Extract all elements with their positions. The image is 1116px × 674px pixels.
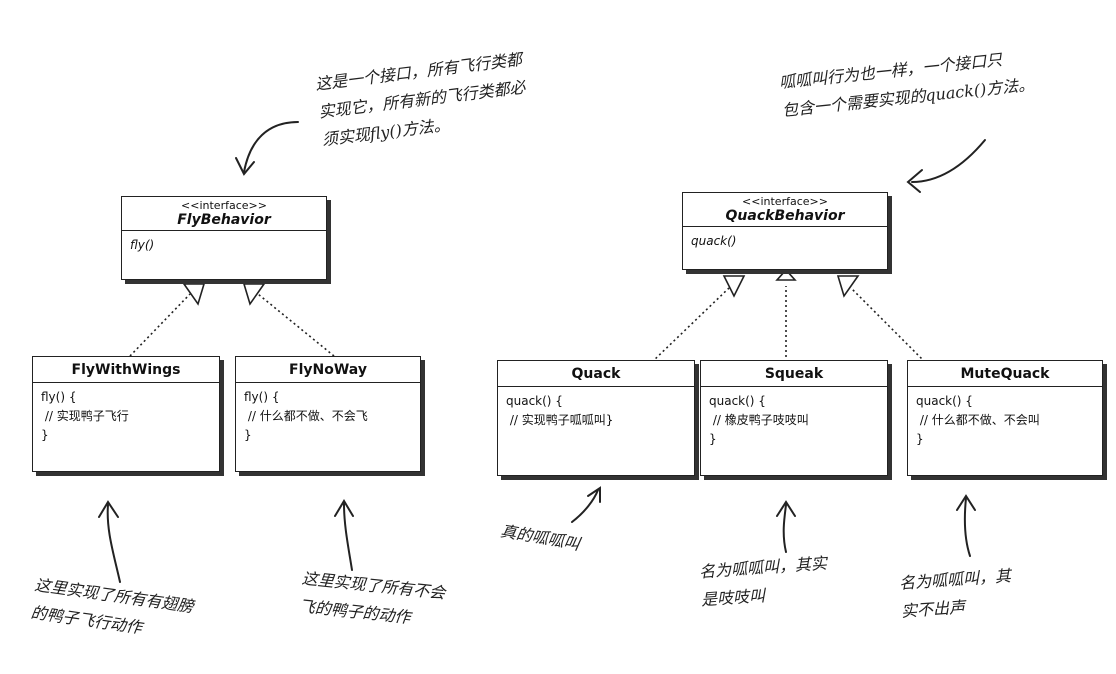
- class-body: quack() { // 橡皮鸭子吱吱叫 }: [709, 394, 809, 446]
- class-body: fly() { // 实现鸭子飞行 }: [41, 390, 129, 442]
- class-name: Quack: [571, 366, 621, 382]
- flybehavior-interface: <<interface>> FlyBehavior fly(): [121, 196, 327, 280]
- realization-flynoway: [257, 293, 335, 357]
- interface-name: FlyBehavior: [177, 212, 271, 228]
- quack-class: Quack quack() { // 实现鸭子呱呱叫}: [497, 360, 695, 476]
- note-arrow-mutequack: [963, 497, 971, 557]
- class-name: Squeak: [764, 366, 824, 382]
- note-arrow-flynoway: [343, 503, 353, 571]
- realization-arrowhead: [182, 283, 206, 306]
- class-body: quack() { // 什么都不做、不会叫 }: [916, 394, 1040, 446]
- interface-method: quack(): [691, 234, 737, 248]
- interface-method: fly(): [130, 238, 155, 252]
- interface-stereotype: <<interface>>: [742, 195, 828, 208]
- class-body: quack() { // 实现鸭子呱呱叫}: [506, 394, 614, 427]
- interface-name: QuackBehavior: [725, 208, 845, 224]
- realization-arrowhead: [775, 268, 797, 281]
- note-arrow-flywithwings: [106, 504, 121, 583]
- flynoway-class: FlyNoWay fly() { // 什么都不做、不会飞 }: [235, 356, 421, 472]
- interface-header: <<interface>> FlyBehavior: [122, 197, 326, 231]
- squeak-class: Squeak quack() { // 橡皮鸭子吱吱叫 }: [700, 360, 888, 476]
- note-arrow-quack-class: [571, 489, 599, 523]
- note-arrow-quack: [911, 139, 986, 183]
- realization-arrowhead: [836, 275, 860, 298]
- note-arrowhead: [587, 486, 601, 503]
- realization-quack: [651, 287, 730, 363]
- note-arrowhead: [235, 157, 255, 176]
- note-arrowhead: [334, 499, 354, 517]
- note-arrowhead: [98, 500, 119, 518]
- class-name: FlyNoWay: [289, 362, 367, 378]
- realization-flywithwings: [129, 293, 191, 357]
- realization-arrowhead: [242, 283, 266, 306]
- note-arrow-squeak: [782, 504, 787, 553]
- quackbehavior-interface: <<interface>> QuackBehavior quack(): [682, 192, 888, 270]
- class-name: MuteQuack: [960, 366, 1050, 382]
- class-body: fly() { // 什么都不做、不会飞 }: [244, 390, 368, 442]
- note-arrow-fly: [243, 121, 299, 173]
- realization-arrowhead: [722, 275, 746, 298]
- realization-mutequack: [850, 287, 926, 363]
- class-name: FlyWithWings: [71, 362, 181, 378]
- note-arrowhead: [956, 494, 976, 511]
- interface-header: <<interface>> QuackBehavior: [683, 193, 887, 227]
- note-arrowhead: [776, 500, 796, 517]
- mutequack-class: MuteQuack quack() { // 什么都不做、不会叫 }: [907, 360, 1103, 476]
- interface-stereotype: <<interface>>: [181, 199, 267, 212]
- note-mutequack: 名为呱呱叫，其 实不出声: [898, 566, 1012, 621]
- flywithwings-class: FlyWithWings fly() { // 实现鸭子飞行 }: [32, 356, 220, 472]
- note-squeak: 名为呱呱叫，其实 是吱吱叫: [698, 553, 828, 610]
- note-arrowhead: [906, 169, 923, 193]
